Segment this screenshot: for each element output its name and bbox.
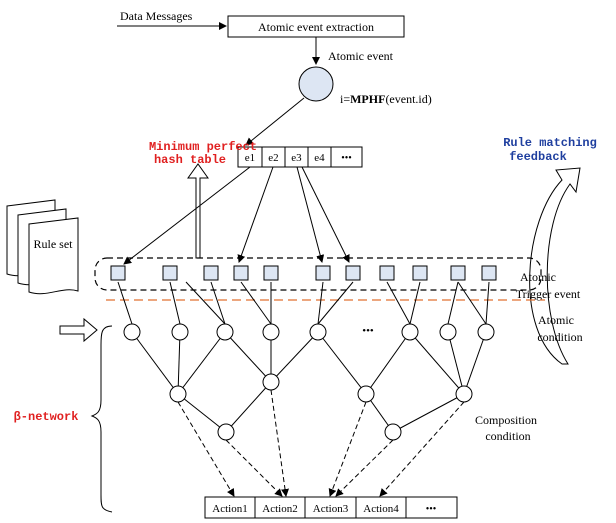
action-table: Action1 Action2 Action3 Action4 ••• [204,496,458,519]
trigger-node [162,265,178,281]
action-cell-3: Action3 [313,503,349,515]
trigger-to-condition-edges [117,281,490,325]
feedback-label-line1: Rule matching [503,136,597,150]
atomic-trigger-label-line2: Trigger event [516,287,581,301]
mphf-formula: i=MPHF(event.id) [340,92,432,106]
atomic-condition-label-line2: condition [537,330,582,344]
hash-table: e1 e2 e3 e4 ••• [237,146,363,168]
trigger-node [345,265,361,281]
data-messages-label: Data Messages [120,9,193,23]
rule-set-label: Rule set [34,237,74,251]
action-cell-2: Action2 [262,503,297,515]
action-cell-1: Action1 [212,503,247,515]
action-cell-ellipsis: ••• [426,504,437,515]
trigger-node [203,265,219,281]
composition-node [357,385,375,403]
composition-node [455,385,473,403]
condition-node [216,323,234,341]
action-cell-4: Action4 [363,503,399,515]
feedback-label-line2: feedback [509,150,567,164]
rule-set-arrow [59,317,98,343]
atomic-event-label: Atomic event [328,49,394,63]
event-to-hash-arrow [245,97,305,146]
hash-to-trigger-arrows [123,166,350,265]
condition-node [123,323,141,341]
condition-ellipsis: ••• [362,325,374,337]
atomic-event-extraction-label: Atomic event extraction [258,20,374,34]
hash-cell-e4: e4 [314,152,325,164]
condition-node [401,323,419,341]
hash-cell-e2: e2 [268,152,278,164]
hash-table-label-line2: hash table [154,153,226,167]
beta-network-label: β-network [14,410,79,424]
atomic-condition-nodes [123,323,495,341]
trigger-node [233,265,249,281]
trigger-node [450,265,466,281]
atomic-trigger-nodes [110,265,497,281]
composition-edges [177,381,465,433]
trigger-node [110,265,126,281]
condition-node [439,323,457,341]
composition-label-line2: condition [485,429,530,443]
hash-cell-e1: e1 [245,152,255,164]
hash-cell-ellipsis: ••• [341,153,352,164]
condition-node [262,323,280,341]
condition-to-action-arrows [177,389,465,497]
trigger-node [315,265,331,281]
hash-cell-e3: e3 [291,152,302,164]
beta-network-brace [90,325,113,513]
feedback-curved-arrow [529,167,581,365]
atomic-condition-label-line1: Atomic [538,313,574,327]
trigger-node [481,265,497,281]
composition-node [217,423,235,441]
hollow-up-arrow [187,163,209,259]
atomic-event-node [298,66,334,102]
composition-node [169,385,187,403]
condition-node [309,323,327,341]
hash-table-label-line1: Minimum perfect [149,140,257,154]
condition-node [171,323,189,341]
condition-node [477,323,495,341]
composition-label-line1: Composition [475,413,537,427]
atomic-trigger-label-line1: Atomic [520,270,556,284]
trigger-node [379,265,395,281]
trigger-node [263,265,279,281]
composition-node [384,423,402,441]
condition-to-composition-edges [131,331,487,395]
rule-set-stack [6,199,79,295]
composition-node [262,373,280,391]
trigger-node [412,265,428,281]
composition-nodes [169,373,473,441]
